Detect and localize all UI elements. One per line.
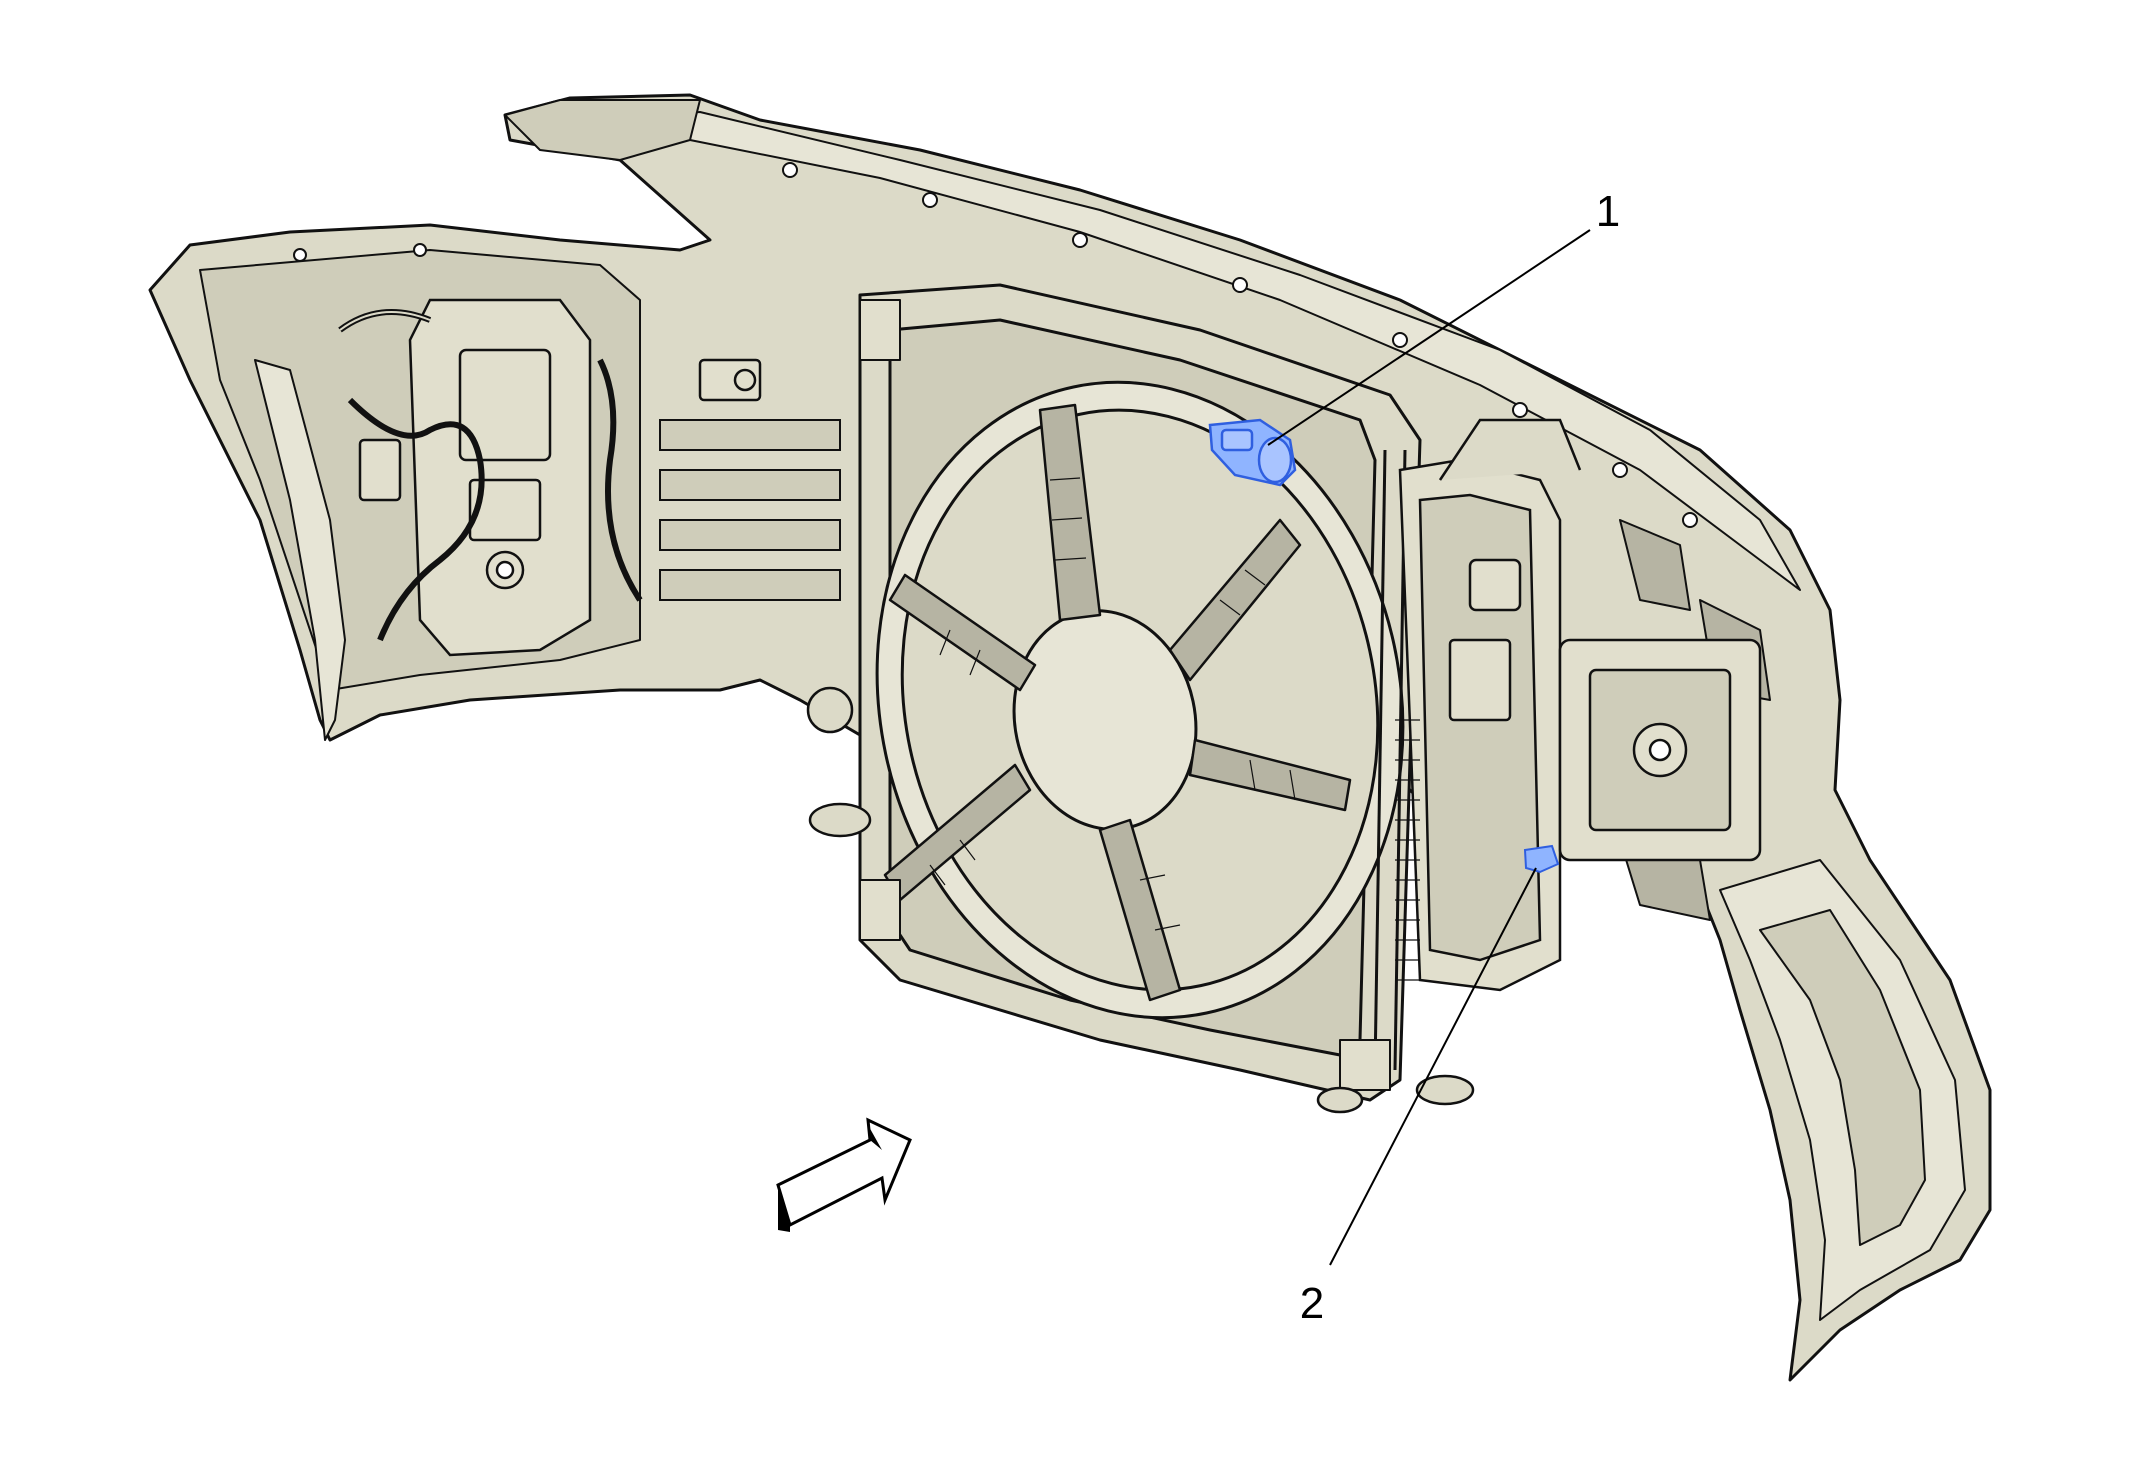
callout-2-number: 2 xyxy=(1300,1279,1324,1328)
left-mounting-bracket xyxy=(338,298,762,657)
radiator-fan-assembly xyxy=(858,283,1422,1102)
callout-2: 2 xyxy=(1300,867,1537,1328)
hollow-arrow-icon xyxy=(776,1117,912,1232)
right-condenser-area xyxy=(806,418,1762,1114)
lower-bracket-highlight xyxy=(1523,844,1560,874)
callout-2-leader xyxy=(1329,867,1537,1266)
upper-component-highlight xyxy=(1208,418,1297,487)
callout-1-number: 1 xyxy=(1596,187,1620,236)
left-panel-ribs xyxy=(659,419,841,601)
callout-1-leader xyxy=(1267,229,1591,446)
callout-1: 1 xyxy=(1267,187,1620,446)
